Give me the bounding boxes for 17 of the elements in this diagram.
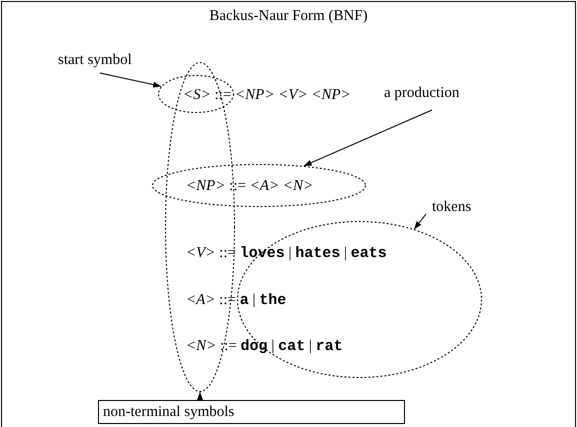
leader-arrow [197, 392, 203, 400]
leader-arrow [303, 110, 432, 166]
grammar-rule: <S> ::= <NP> <V> <NP> [183, 86, 351, 104]
grammar-rule: <V> ::= loves | hates | eats [186, 244, 387, 263]
callout-box: non-terminal symbols [98, 400, 405, 424]
callout-text: a production [384, 84, 460, 102]
grammar-rule: <N> ::= dog | cat | rat [186, 337, 343, 356]
callout-text: start symbol [58, 51, 132, 69]
grammar-rule: <NP> ::= <A> <N> [186, 177, 314, 195]
leader-arrow [100, 72, 162, 88]
leader-arrow [414, 214, 426, 230]
grammar-rule: <A> ::= a | the [186, 291, 286, 310]
dashed-ellipse [237, 221, 482, 378]
slide-title: Backus-Naur Form (BNF) [208, 8, 369, 25]
dashed-ellipse [152, 164, 366, 207]
callout-text: tokens [432, 198, 472, 216]
dashed-ellipse [158, 75, 234, 113]
